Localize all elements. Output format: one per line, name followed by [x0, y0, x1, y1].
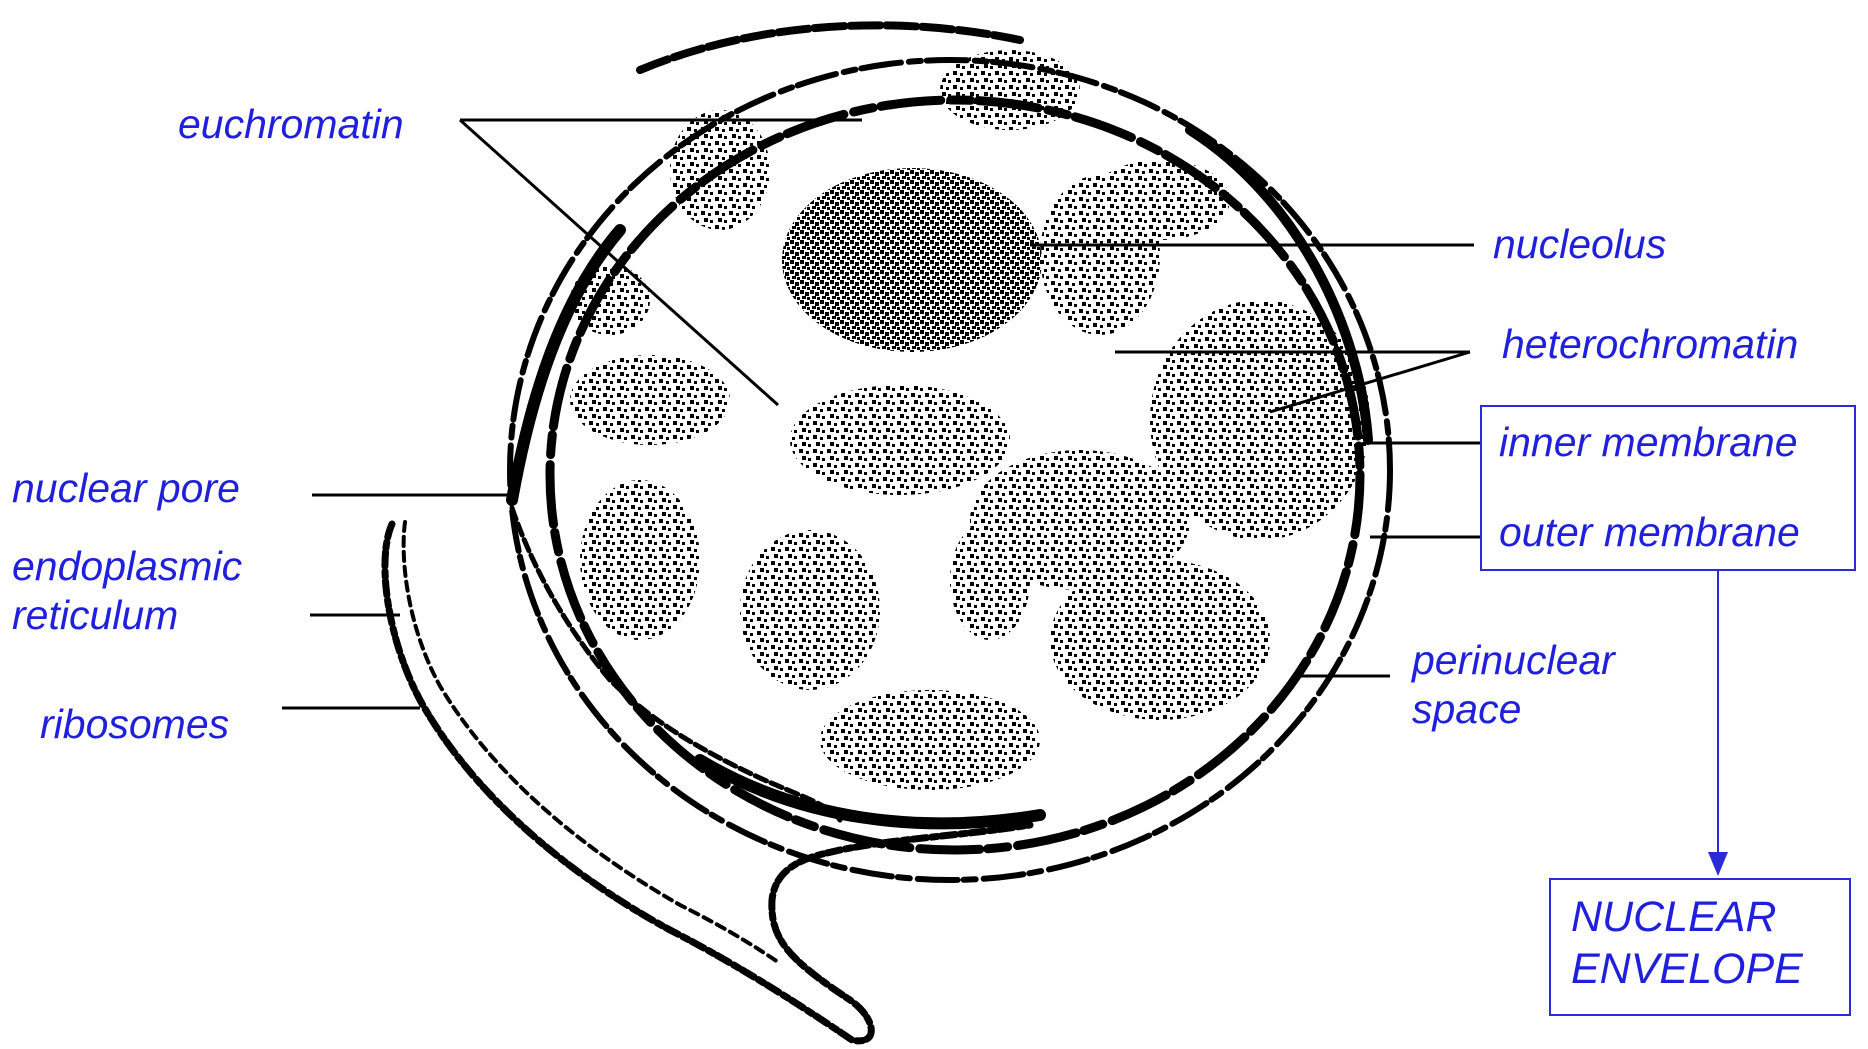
heterochromatin-clumps	[570, 50, 1370, 790]
label-envelope-line1: NUCLEAR	[1571, 892, 1803, 944]
label-heterochromatin: heterochromatin	[1502, 320, 1798, 369]
label-endoplasmic-reticulum: endoplasmic reticulum	[12, 542, 242, 640]
nucleolus-mass	[782, 168, 1042, 352]
label-endoplasmic-line2: reticulum	[12, 591, 242, 640]
label-endoplasmic-line1: endoplasmic	[12, 542, 242, 591]
label-perinuclear-space: perinuclear space	[1412, 636, 1615, 734]
label-euchromatin: euchromatin	[178, 100, 404, 149]
label-inner-membrane: inner membrane	[1499, 418, 1798, 467]
label-ribosomes: ribosomes	[40, 700, 229, 749]
label-nucleolus: nucleolus	[1493, 220, 1666, 269]
label-nuclear-envelope: NUCLEAR ENVELOPE	[1571, 892, 1803, 995]
label-perinuclear-line2: space	[1412, 685, 1615, 734]
label-outer-membrane: outer membrane	[1499, 508, 1800, 557]
label-envelope-line2: ENVELOPE	[1571, 944, 1803, 996]
label-perinuclear-line1: perinuclear	[1412, 636, 1615, 685]
label-nuclear-pore: nuclear pore	[12, 464, 240, 513]
